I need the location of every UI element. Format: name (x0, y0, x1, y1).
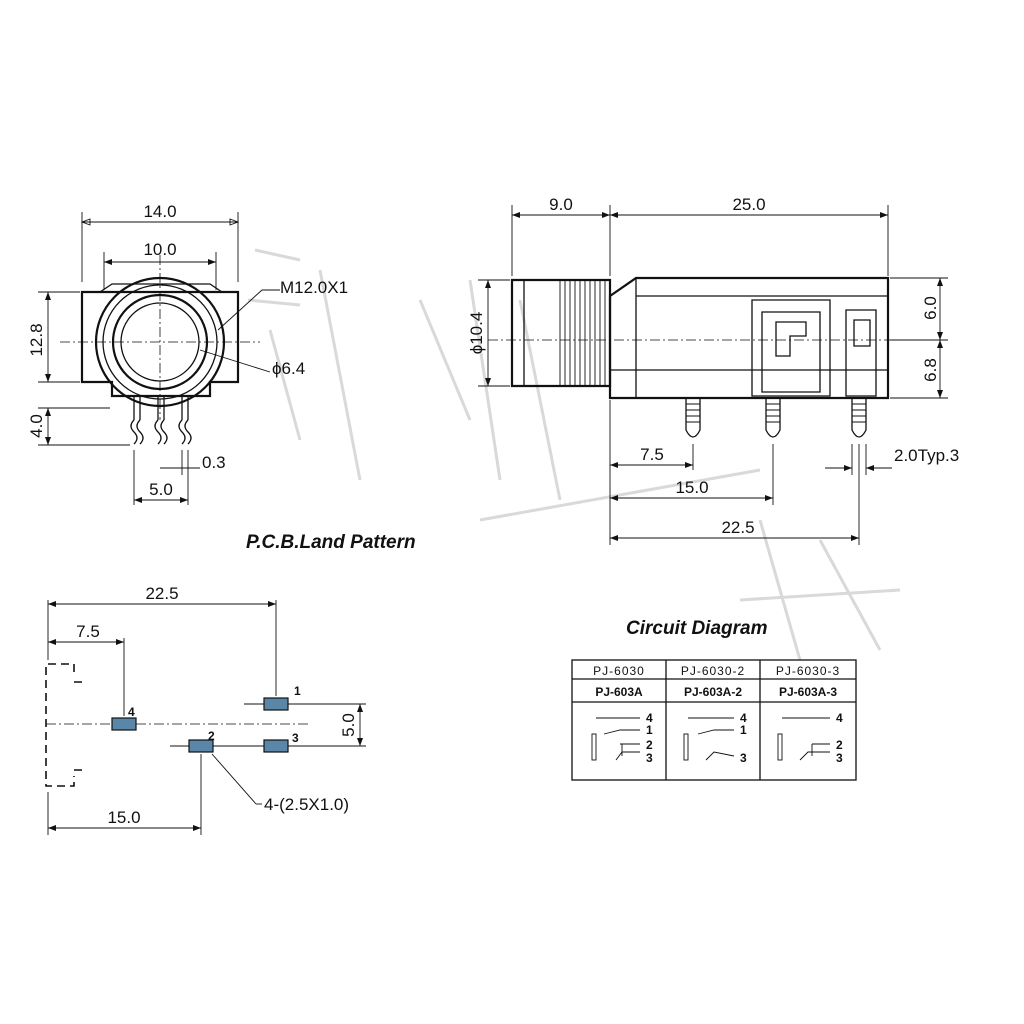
dim-body: 25.0 (732, 195, 765, 214)
c1-pin-1: 1 (646, 723, 653, 737)
pin-label-3: 3 (292, 731, 299, 745)
model-bottom-2: PJ-603A-2 (684, 685, 742, 699)
circuit-diagram: Circuit Diagram PJ-6030 PJ-6030-2 PJ-603… (571, 618, 857, 781)
model-top-1: PJ-6030 (593, 664, 645, 678)
pcb-land-pattern: P.C.B.Land Pattern 1 2 3 4 22.5 7.5 (45, 532, 416, 835)
pcb-dim-first: 7.5 (76, 622, 100, 641)
pcb-dim-vertical: 5.0 (339, 713, 358, 737)
c3-pin-4: 4 (836, 711, 843, 725)
c2-pin-1: 1 (740, 723, 747, 737)
c1-pin-3: 3 (646, 751, 653, 765)
pad-2 (188, 739, 214, 753)
dim-pin-thick: 0.3 (202, 453, 226, 472)
pad-3 (263, 739, 289, 753)
dim-pin1: 7.5 (640, 445, 664, 464)
pin-label-2: 2 (208, 729, 215, 743)
dim-nose: 9.0 (549, 195, 573, 214)
dim-pin-pitch: 5.0 (149, 480, 173, 499)
dim-pin-typ: 2.0Typ.3 (894, 446, 959, 465)
c3-pin-3: 3 (836, 751, 843, 765)
c2-pin-4: 4 (740, 711, 747, 725)
pin-label-4: 4 (128, 705, 135, 719)
pcb-dim-second: 15.0 (107, 808, 140, 827)
c3-pin-2: 2 (836, 738, 843, 752)
pcb-pad-note: 4-(2.5X1.0) (264, 795, 349, 814)
c1-pin-2: 2 (646, 738, 653, 752)
dim-height: 12.8 (27, 323, 46, 356)
label-thread: M12.0X1 (280, 278, 348, 297)
circuit-title: Circuit Diagram (626, 618, 768, 639)
dim-leg: 4.0 (27, 414, 46, 438)
pcb-dim-total: 22.5 (145, 584, 178, 603)
c2-pin-3: 3 (740, 751, 747, 765)
model-top-2: PJ-6030-2 (681, 664, 745, 678)
pins-side (685, 398, 867, 438)
model-bottom-1: PJ-603A (595, 685, 643, 699)
pcb-title: P.C.B.Land Pattern (246, 532, 416, 553)
dim-top: 6.0 (921, 296, 940, 320)
dim-pin3: 22.5 (721, 518, 754, 537)
watermark (247, 248, 901, 661)
label-bore: ϕ6.4 (272, 359, 305, 378)
front-view: 14.0 10.0 12.8 4.0 5.0 0.3 M12.0X1 ϕ6.4 (27, 202, 348, 505)
side-view: 9.0 25.0 ϕ10.4 6.0 6.8 7.5 15.0 22.5 (467, 195, 959, 545)
dim-inner: 10.0 (143, 240, 176, 259)
model-top-3: PJ-6030-3 (776, 664, 840, 678)
pad-1 (263, 697, 289, 711)
dim-mid: 6.8 (921, 358, 940, 382)
dim-pin2: 15.0 (675, 478, 708, 497)
model-bottom-3: PJ-603A-3 (779, 685, 837, 699)
pin-label-1: 1 (294, 684, 301, 698)
c1-pin-4: 4 (646, 711, 653, 725)
dim-width: 14.0 (143, 202, 176, 221)
dim-diameter: ϕ10.4 (467, 312, 486, 355)
pad-4 (111, 717, 137, 731)
